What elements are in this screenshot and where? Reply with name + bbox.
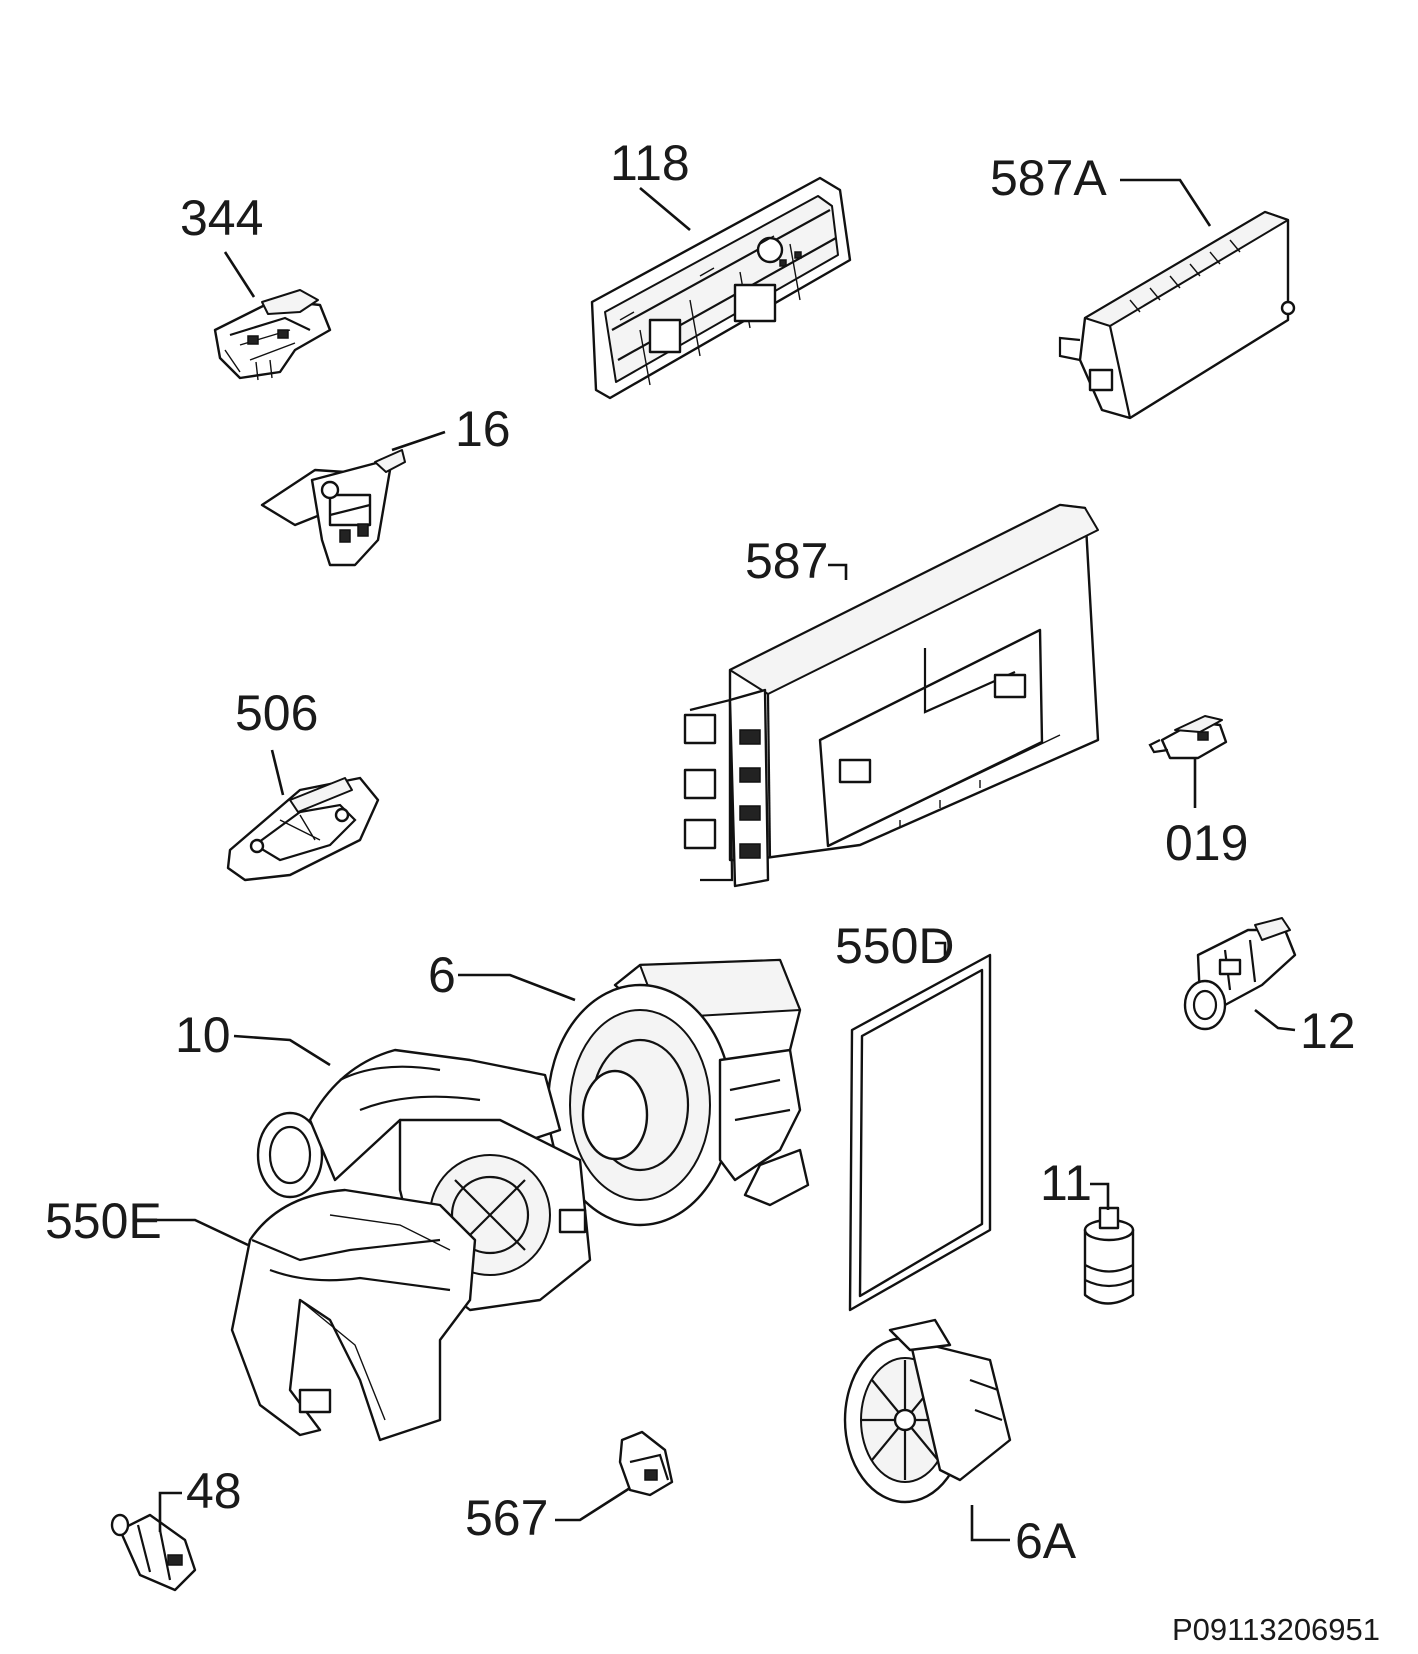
part-48-sensor xyxy=(110,1513,197,1592)
label-48: 48 xyxy=(186,1463,242,1519)
label-344: 344 xyxy=(180,190,263,246)
part-506-sensor xyxy=(226,776,380,882)
leader-344 xyxy=(223,251,256,298)
label-10: 10 xyxy=(175,1007,231,1063)
label-12: 12 xyxy=(1300,1003,1356,1059)
leader-506 xyxy=(270,749,285,796)
leader-550D xyxy=(935,941,947,960)
part-118-control-panel xyxy=(590,176,852,400)
label-118: 118 xyxy=(610,135,690,191)
leader-567 xyxy=(555,1486,631,1522)
part-16-door-lock xyxy=(260,449,406,567)
part-344-switch xyxy=(213,289,332,381)
label-16: 16 xyxy=(455,401,511,457)
part-587A-module xyxy=(1058,210,1296,420)
leader-16 xyxy=(391,430,446,452)
label-550D: 550D xyxy=(835,918,955,974)
part-12-valve xyxy=(1183,917,1297,1031)
part-6-circulation-pump xyxy=(546,958,810,1227)
leader-587 xyxy=(828,563,848,580)
leader-10 xyxy=(233,1034,331,1067)
part-550D-gasket xyxy=(848,953,992,1312)
label-567: 567 xyxy=(465,1490,548,1546)
leader-587A xyxy=(1120,178,1212,227)
part-587-electronic-module xyxy=(683,503,1100,888)
label-11: 11 xyxy=(1040,1155,1092,1211)
label-019: 019 xyxy=(1165,815,1248,871)
leader-6A xyxy=(970,1505,1010,1542)
label-6A: 6A xyxy=(1015,1513,1077,1569)
label-506: 506 xyxy=(235,685,318,741)
leader-11 xyxy=(1090,1182,1110,1210)
part-567-clip xyxy=(618,1430,674,1497)
label-587A: 587A xyxy=(990,150,1107,206)
drawing-code: P09113206951 xyxy=(1172,1612,1380,1647)
label-6: 6 xyxy=(428,947,456,1003)
leader-12 xyxy=(1254,1008,1296,1032)
leader-6 xyxy=(458,973,576,1002)
leader-118 xyxy=(639,187,691,231)
label-550E: 550E xyxy=(45,1193,162,1249)
part-550E-cover xyxy=(230,1188,477,1442)
part-11-capacitor xyxy=(1083,1206,1135,1305)
leader-48 xyxy=(158,1491,182,1532)
part-019-connector xyxy=(1148,715,1228,760)
leader-550E xyxy=(155,1218,249,1247)
part-6A-drain-pump xyxy=(843,1318,1012,1504)
label-587: 587 xyxy=(745,533,828,589)
